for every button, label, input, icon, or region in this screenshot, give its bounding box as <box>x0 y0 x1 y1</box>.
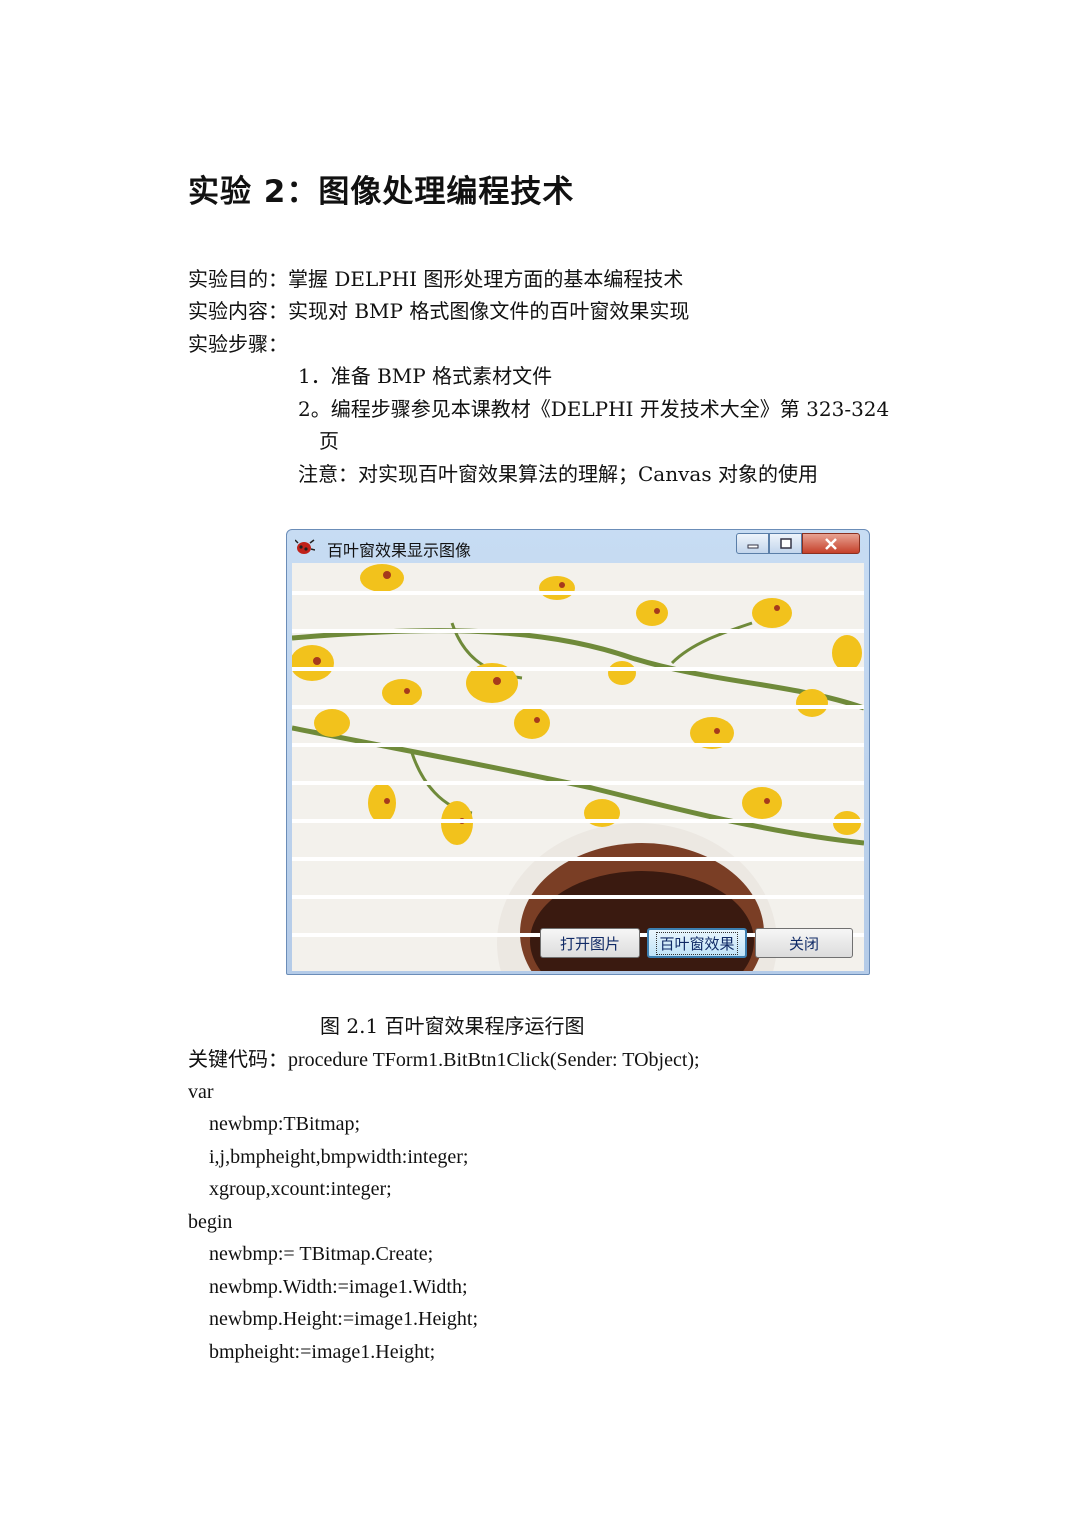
maximize-button[interactable] <box>769 533 802 554</box>
minimize-icon <box>747 544 758 548</box>
blinds-effect-label: 百叶窗效果 <box>656 931 738 955</box>
window-titlebar: 百叶窗效果显示图像 <box>287 530 869 562</box>
code-label: 关键代码：procedure TForm1.BitBtn1Click(Sende… <box>188 1045 700 1074</box>
maximize-icon <box>779 537 792 549</box>
code-line: xgroup,xcount:integer; <box>209 1178 392 1200</box>
close-button[interactable]: 关闭 <box>755 928 853 958</box>
step-2-continued: 页 <box>319 429 339 453</box>
code-line: var <box>188 1081 214 1103</box>
orchid-image-with-blinds <box>292 563 864 971</box>
open-image-label: 打开图片 <box>559 934 620 953</box>
code-line: begin <box>188 1211 233 1233</box>
steps-label: 实验步骤： <box>188 332 288 356</box>
note-line: 注意：对实现百叶窗效果算法的理解；Canvas 对象的使用 <box>298 462 818 486</box>
step-2: 2。编程步骤参见本课教材《DELPHI 开发技术大全》第 323-324 <box>298 397 890 421</box>
purpose-line: 实验目的：掌握 DELPHI 图形处理方面的基本编程技术 <box>188 267 684 291</box>
code-line: i,j,bmpheight,bmpwidth:integer; <box>209 1146 469 1168</box>
content-line: 实验内容：实现对 BMP 格式图像文件的百叶窗效果实现 <box>188 299 690 323</box>
window-title: 百叶窗效果显示图像 <box>327 541 472 560</box>
blinds-effect-button[interactable]: 百叶窗效果 <box>647 928 747 958</box>
minimize-button[interactable] <box>736 533 769 554</box>
code-line: procedure TForm1.BitBtn1Click(Sender: TO… <box>288 1049 700 1071</box>
app-window-screenshot: 百叶窗效果显示图像 <box>286 529 870 975</box>
code-line: newbmp.Height:=image1.Height; <box>209 1308 479 1330</box>
code-line: newbmp.Width:=image1.Width; <box>209 1276 468 1298</box>
code-line: newbmp:= TBitmap.Create; <box>209 1243 434 1265</box>
step-1: 1．准备 BMP 格式素材文件 <box>298 364 553 388</box>
code-line: newbmp:TBitmap; <box>209 1113 361 1135</box>
code-line: bmpheight:=image1.Height; <box>209 1341 436 1363</box>
close-label: 关闭 <box>788 934 819 953</box>
figure-caption: 图 2.1 百叶窗效果程序运行图 <box>320 1014 585 1038</box>
bug-app-icon <box>295 539 315 554</box>
open-image-button[interactable]: 打开图片 <box>540 928 640 958</box>
image-canvas: 打开图片 百叶窗效果 关闭 <box>292 563 864 971</box>
code-label-text: 关键代码： <box>188 1047 288 1071</box>
close-icon <box>825 537 837 550</box>
close-window-button[interactable] <box>802 533 860 554</box>
page-title: 实验 2：图像处理编程技术 <box>188 174 575 210</box>
